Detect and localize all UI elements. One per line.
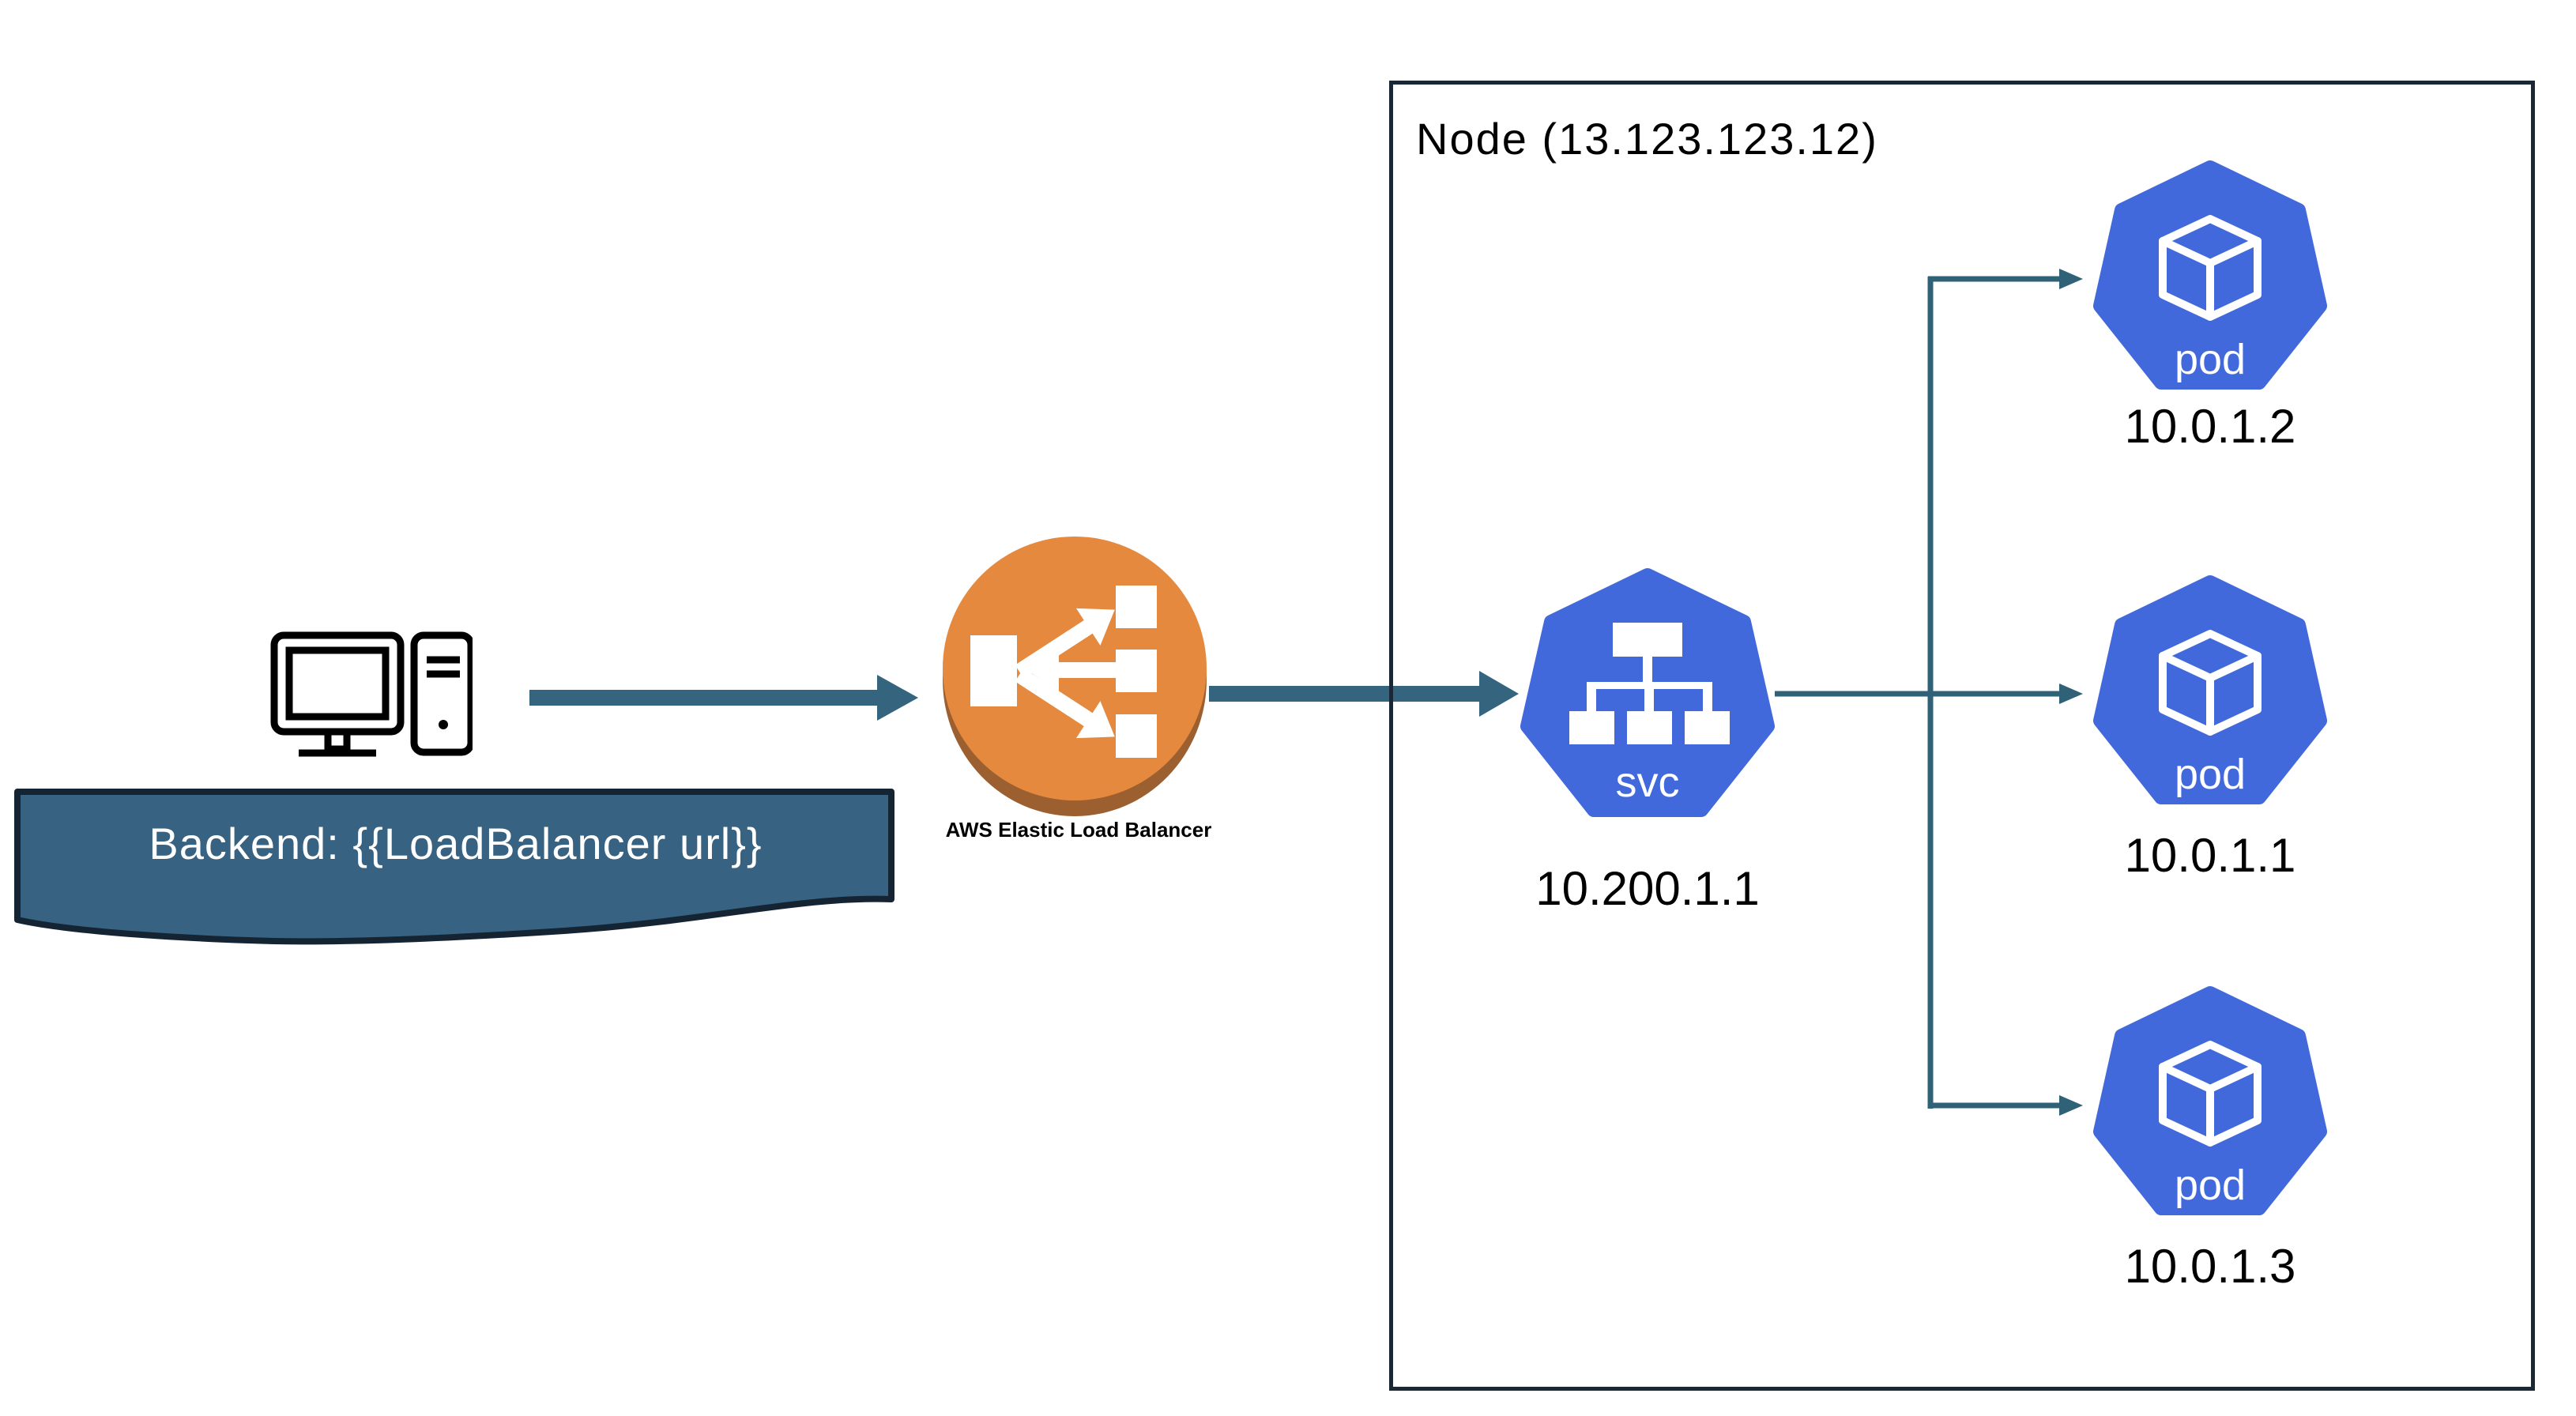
svc-tree-glyph bbox=[1569, 623, 1730, 744]
svc-ip-label: 10.200.1.1 bbox=[1535, 862, 1760, 915]
node-box bbox=[1389, 81, 2535, 1391]
backend-banner bbox=[14, 789, 894, 945]
node-title: Node (13.123.123.12) bbox=[1416, 114, 1878, 164]
elb-right-box-mid bbox=[1116, 650, 1157, 692]
arrow-elb-to-svc bbox=[1209, 671, 1519, 717]
pod-cube-glyph bbox=[2159, 215, 2262, 321]
elb-label: AWS Elastic Load Balancer bbox=[945, 818, 1212, 842]
monitor-screen bbox=[285, 646, 390, 721]
elb-left-box bbox=[970, 635, 1017, 706]
arrowhead-bottom-pod bbox=[2059, 1095, 2083, 1116]
tower-outline bbox=[410, 631, 473, 756]
elb-icon bbox=[943, 537, 1207, 816]
pod-ip-label: 10.0.1.2 bbox=[2124, 400, 2296, 453]
monitor-stand bbox=[324, 728, 351, 753]
svc-icon: svc bbox=[1520, 568, 1775, 817]
elb-right-box-bottom bbox=[1116, 714, 1157, 758]
pod-icon: pod bbox=[2093, 575, 2327, 804]
elb-right-box-top bbox=[1116, 586, 1157, 628]
pod-ip-label: 10.0.1.3 bbox=[2124, 1240, 2296, 1293]
arrow-client-to-elb bbox=[529, 675, 918, 721]
pod-icon-text: pod bbox=[2175, 336, 2246, 383]
pod-icon-text: pod bbox=[2175, 1162, 2246, 1209]
svc-icon-text: svc bbox=[1616, 759, 1680, 806]
svc-to-pods-connectors bbox=[1775, 269, 2083, 1116]
elb-arrow-bottom bbox=[1015, 668, 1115, 739]
arrowhead-middle-pod bbox=[2059, 684, 2083, 704]
pod-icon: pod bbox=[2093, 160, 2327, 390]
computer-icon bbox=[270, 631, 473, 757]
elb-arrow-middle bbox=[1027, 648, 1116, 692]
pod-cube-glyph bbox=[2159, 630, 2262, 736]
pod-icon: pod bbox=[2093, 986, 2327, 1215]
backend-banner-text: Backend: {{LoadBalancer url}} bbox=[149, 819, 763, 868]
pod-icon-text: pod bbox=[2175, 751, 2246, 798]
tower-power-dot bbox=[439, 720, 448, 729]
pod-cube-glyph bbox=[2159, 1041, 2262, 1147]
pod-ip-label: 10.0.1.1 bbox=[2124, 829, 2296, 882]
arrowhead-top-pod bbox=[2059, 269, 2083, 289]
elb-arrow-top bbox=[1015, 608, 1115, 679]
